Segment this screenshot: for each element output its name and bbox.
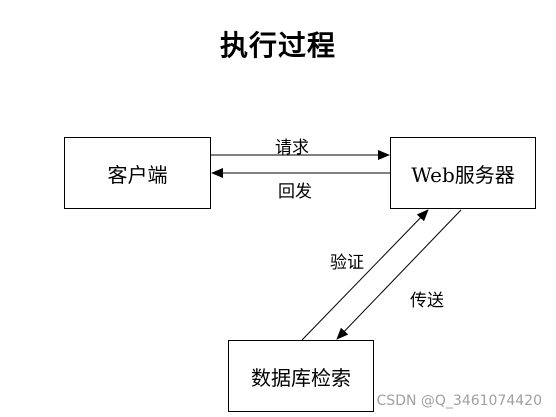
- web-server-label: Web服务器: [411, 162, 515, 187]
- database-label: 数据库检索: [251, 365, 351, 390]
- client-node: 客户端: [64, 137, 211, 209]
- verify-arrow: [301, 209, 429, 341]
- watermark: CSDN @Q_3461074420: [376, 393, 542, 409]
- database-node: 数据库检索: [228, 340, 374, 412]
- verify-label: 验证: [330, 253, 364, 273]
- client-label: 客户端: [107, 162, 168, 187]
- web-server-node: Web服务器: [390, 137, 536, 209]
- request-label: 请求: [275, 138, 309, 158]
- transfer-arrow: [336, 209, 462, 340]
- transfer-label: 传送: [410, 291, 444, 311]
- reply-label: 回发: [278, 182, 312, 202]
- diagram-title: 执行过程: [219, 29, 336, 62]
